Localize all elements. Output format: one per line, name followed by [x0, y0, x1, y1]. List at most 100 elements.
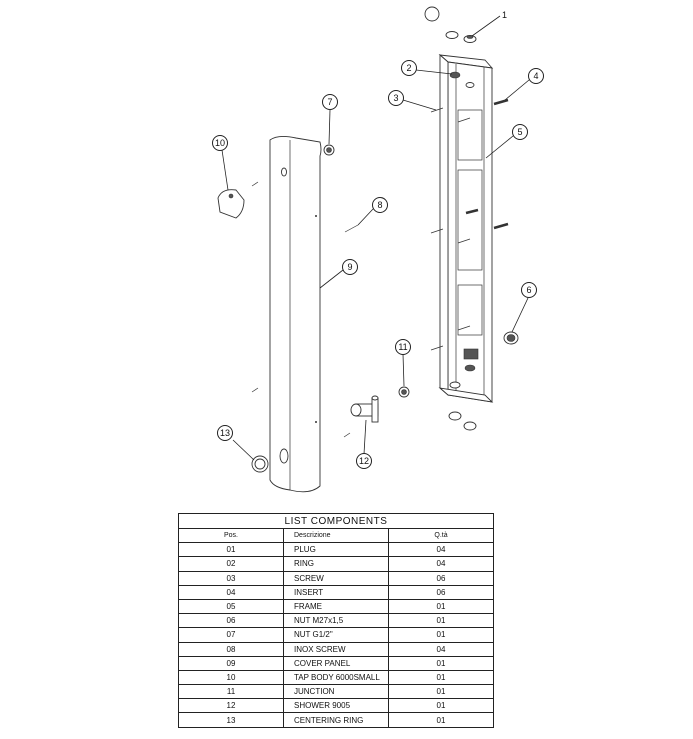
- row-qty: 06: [388, 584, 494, 600]
- plug-part-bottom: [448, 411, 477, 431]
- nut-m27-part: [503, 331, 519, 345]
- row-qty: 01: [388, 655, 494, 671]
- screws-part: [430, 107, 471, 351]
- leader-lines: [221, 15, 530, 461]
- row-pos: 11: [178, 684, 284, 700]
- row-qty: 06: [388, 570, 494, 586]
- svg-text:13: 13: [220, 428, 230, 438]
- row-desc: CENTERING RING: [283, 712, 389, 728]
- row-qty: 01: [388, 669, 494, 686]
- callout-1: 1: [502, 10, 507, 20]
- callout-5: 5: [512, 124, 528, 140]
- callout-4: 4: [528, 68, 544, 84]
- row-pos: 03: [178, 570, 284, 586]
- row-desc: TAP BODY 6000SMALL: [283, 669, 389, 686]
- svg-text:6: 6: [526, 285, 531, 295]
- row-pos: 09: [178, 655, 284, 671]
- row-pos: 05: [178, 598, 284, 615]
- row-qty: 01: [388, 698, 494, 714]
- row-qty: 04: [388, 556, 494, 572]
- callout-13: 13: [217, 425, 233, 441]
- callout-8: 8: [372, 197, 388, 213]
- callout-7: 7: [322, 94, 338, 110]
- callout-6: 6: [521, 282, 537, 298]
- row-qty: 04: [388, 641, 494, 657]
- inserts-part: [465, 98, 509, 230]
- row-desc: INSERT: [283, 584, 389, 600]
- svg-text:2: 2: [406, 63, 411, 73]
- callout-11: 11: [395, 339, 411, 355]
- frame-part: [438, 54, 494, 403]
- row-qty: 01: [388, 712, 494, 728]
- row-pos: 04: [178, 584, 284, 600]
- row-pos: 02: [178, 556, 284, 572]
- callout-9: 9: [342, 259, 358, 275]
- row-desc: NUT G1/2": [283, 627, 389, 643]
- junction-part: [398, 386, 410, 398]
- exploded-view-drawing: 1 2 3 4 5 6 7 8 9 10 11 12: [212, 6, 544, 493]
- svg-text:10: 10: [215, 138, 225, 148]
- callout-10: 10: [212, 135, 228, 151]
- row-desc: SHOWER 9005: [283, 698, 389, 714]
- loose-ring-part: [424, 6, 440, 22]
- row-desc: FRAME: [283, 598, 389, 615]
- svg-text:7: 7: [327, 97, 332, 107]
- row-desc: PLUG: [283, 542, 389, 558]
- header-desc: Descrizione: [283, 527, 389, 544]
- svg-text:12: 12: [359, 456, 369, 466]
- row-qty: 01: [388, 627, 494, 643]
- row-desc: SCREW: [283, 570, 389, 586]
- svg-text:9: 9: [347, 262, 352, 272]
- row-qty: 04: [388, 542, 494, 558]
- header-pos: Pos.: [178, 527, 284, 544]
- callout-3: 3: [388, 90, 404, 106]
- row-desc: COVER PANEL: [283, 655, 389, 671]
- header-qty: Q.tà: [388, 527, 494, 544]
- row-pos: 10: [178, 669, 284, 686]
- row-desc: NUT M27x1,5: [283, 613, 389, 629]
- svg-text:8: 8: [377, 200, 382, 210]
- inox-screw-part: [344, 224, 359, 233]
- svg-text:3: 3: [393, 93, 398, 103]
- centering-ring-part: [251, 455, 269, 473]
- callout-12: 12: [356, 453, 372, 469]
- nut-g12-part: [323, 144, 335, 156]
- row-pos: 07: [178, 627, 284, 643]
- row-qty: 01: [388, 613, 494, 629]
- table-header-row: Pos. Descrizione Q.tà: [178, 527, 494, 544]
- shower-part: [350, 395, 379, 423]
- components-table-wrap: LIST COMPONENTS Pos. Descrizione Q.tà 01…: [178, 513, 494, 728]
- svg-text:1: 1: [502, 10, 507, 20]
- row-pos: 08: [178, 641, 284, 657]
- tap-body-part: [217, 189, 245, 219]
- svg-text:4: 4: [533, 71, 538, 81]
- cover-panel-part: [251, 135, 351, 493]
- svg-text:5: 5: [517, 127, 522, 137]
- row-pos: 06: [178, 613, 284, 629]
- svg-text:11: 11: [398, 342, 407, 352]
- row-pos: 13: [178, 712, 284, 728]
- components-table: LIST COMPONENTS Pos. Descrizione Q.tà 01…: [178, 513, 494, 728]
- row-pos: 12: [178, 698, 284, 714]
- row-pos: 01: [178, 542, 284, 558]
- table-title: LIST COMPONENTS: [178, 513, 494, 529]
- row-desc: JUNCTION: [283, 684, 389, 700]
- callout-2: 2: [401, 60, 417, 76]
- row-desc: RING: [283, 556, 389, 572]
- row-qty: 01: [388, 684, 494, 700]
- plug-part-top: [445, 31, 477, 43]
- row-desc: INOX SCREW: [283, 641, 389, 657]
